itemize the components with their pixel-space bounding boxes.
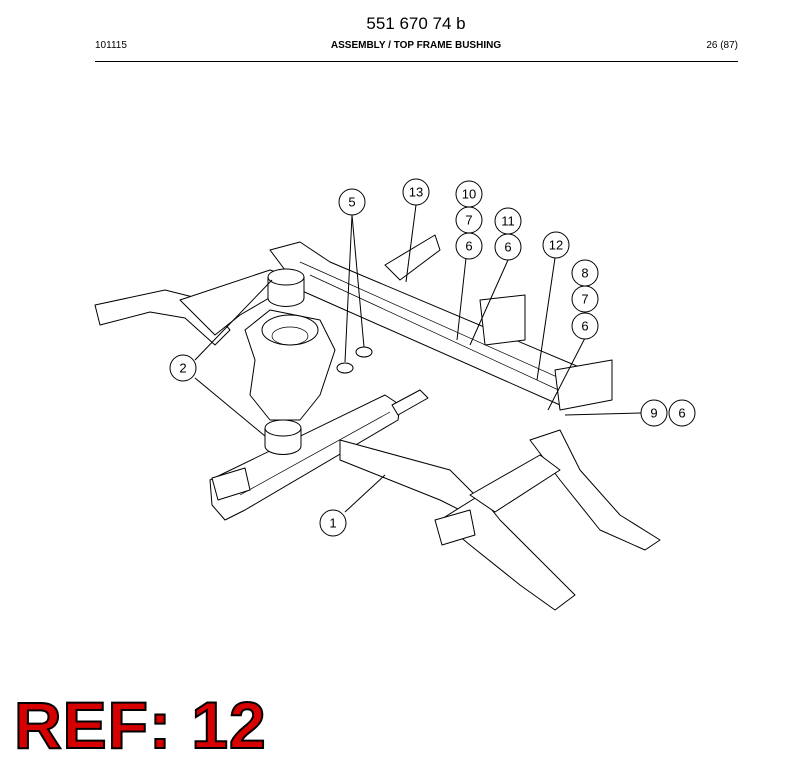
center-plate xyxy=(391,389,429,416)
svg-text:6: 6 xyxy=(581,319,588,334)
callout-9: 9 xyxy=(640,399,668,427)
page-number: 26 (87) xyxy=(706,40,738,51)
callout-10: 10 xyxy=(455,180,483,208)
date-code: 101115 xyxy=(95,40,127,51)
svg-text:5: 5 xyxy=(348,195,355,210)
callout-12: 12 xyxy=(542,231,570,259)
svg-text:9: 9 xyxy=(650,406,657,421)
callout-6: 6 xyxy=(455,232,483,260)
svg-text:13: 13 xyxy=(409,185,423,200)
svg-text:7: 7 xyxy=(581,292,588,307)
page-title: ASSEMBLY / TOP FRAME BUSHING xyxy=(330,40,502,51)
svg-text:6: 6 xyxy=(678,406,685,421)
svg-text:2: 2 xyxy=(179,361,186,376)
upright-bracket-b xyxy=(554,359,613,411)
document-number: 551 670 74 b xyxy=(366,14,466,33)
center-beam xyxy=(339,439,481,516)
callout-7: 7 xyxy=(455,206,483,234)
callout-7: 7 xyxy=(571,285,599,313)
right-bracket xyxy=(384,234,441,281)
callout-8: 8 xyxy=(571,259,599,287)
upright-bracket-a xyxy=(479,294,526,346)
svg-text:10: 10 xyxy=(462,187,476,202)
header-rule xyxy=(95,61,738,62)
callout-1: 1 xyxy=(319,509,347,537)
bushing-small-a xyxy=(336,362,354,374)
callout-11: 11 xyxy=(494,207,522,235)
callout-5: 5 xyxy=(338,188,366,216)
center-bore xyxy=(261,314,319,346)
svg-text:11: 11 xyxy=(501,214,515,229)
svg-text:1: 1 xyxy=(329,516,336,531)
bushing-small-b xyxy=(355,346,373,358)
svg-text:12: 12 xyxy=(549,238,563,253)
right-leg-front xyxy=(439,494,576,611)
svg-text:6: 6 xyxy=(465,239,472,254)
callout-6: 6 xyxy=(494,233,522,261)
callout-13: 13 xyxy=(402,178,430,206)
front-beam xyxy=(209,394,401,521)
ref-label: REF: 12 xyxy=(13,688,267,762)
svg-text:7: 7 xyxy=(465,213,472,228)
rear-cross xyxy=(469,454,561,513)
callout-2: 2 xyxy=(169,354,197,382)
callout-6: 6 xyxy=(668,399,696,427)
svg-text:6: 6 xyxy=(504,240,511,255)
right-leg-rear xyxy=(529,429,661,551)
leader-lines xyxy=(194,204,642,513)
svg-text:8: 8 xyxy=(581,266,588,281)
callout-6: 6 xyxy=(571,312,599,340)
